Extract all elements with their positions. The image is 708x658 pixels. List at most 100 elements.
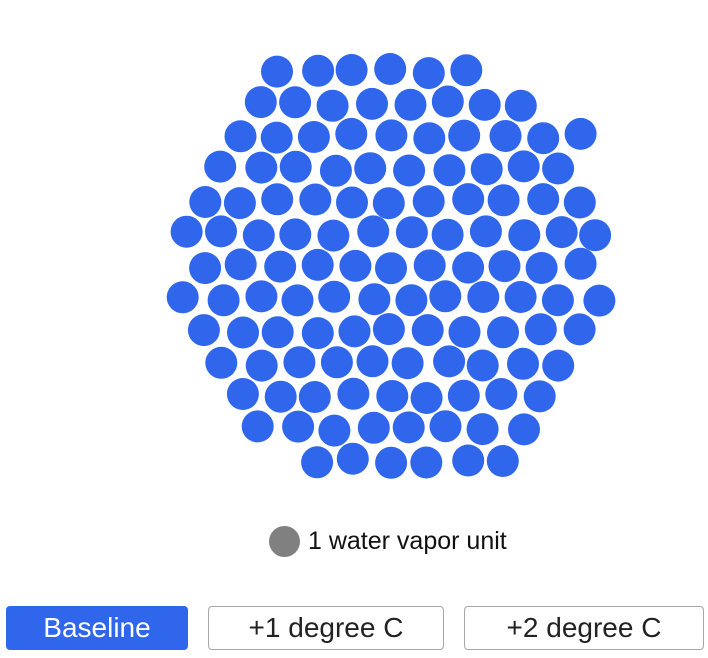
water-vapor-dot xyxy=(224,120,257,153)
water-vapor-dot xyxy=(317,219,350,252)
water-vapor-dot xyxy=(545,216,578,249)
water-vapor-dot xyxy=(264,250,297,283)
water-vapor-dot xyxy=(527,122,560,155)
water-vapor-dot xyxy=(241,410,274,443)
water-vapor-dot xyxy=(579,219,612,252)
water-vapor-dot xyxy=(485,378,518,410)
water-vapor-dot xyxy=(527,183,560,216)
water-vapor-dot xyxy=(412,185,445,218)
water-vapor-dot xyxy=(227,316,259,349)
water-vapor-dot xyxy=(297,121,330,153)
water-vapor-dot xyxy=(375,446,408,479)
water-vapor-dot xyxy=(583,284,616,317)
water-vapor-dot xyxy=(302,54,335,87)
water-vapor-dot xyxy=(395,284,428,317)
water-vapor-dot xyxy=(166,281,199,314)
water-vapor-dot xyxy=(466,413,499,446)
water-vapor-dot xyxy=(279,218,312,251)
water-vapor-dot xyxy=(452,251,485,284)
water-vapor-dot xyxy=(335,117,368,150)
water-vapor-dot xyxy=(245,151,278,184)
water-vapor-dot xyxy=(410,382,443,414)
water-vapor-dot xyxy=(301,317,334,350)
water-vapor-dot xyxy=(448,119,481,152)
water-vapor-dot xyxy=(261,55,293,88)
water-vapor-dot xyxy=(524,313,557,346)
water-vapor-dot xyxy=(504,89,537,122)
water-vapor-dot xyxy=(279,86,312,119)
water-vapor-dot xyxy=(337,377,370,410)
water-vapor-dot xyxy=(395,216,428,249)
water-vapor-dot xyxy=(279,150,312,183)
water-vapor-dot xyxy=(487,184,520,217)
water-vapor-dot xyxy=(261,316,294,349)
water-vapor-dot xyxy=(375,119,408,152)
water-vapor-dot xyxy=(542,152,575,185)
water-vapor-dot xyxy=(489,120,522,152)
water-vapor-dot xyxy=(335,54,368,86)
water-vapor-dot xyxy=(392,411,425,444)
water-vapor-dot xyxy=(372,313,405,346)
water-vapor-dot xyxy=(336,186,368,219)
water-vapor-dot xyxy=(374,53,407,85)
scenario-button-plus-2-degree[interactable]: +2 degree C xyxy=(464,606,704,650)
water-vapor-dot xyxy=(523,380,556,413)
water-vapor-dot xyxy=(564,247,597,280)
water-vapor-dot xyxy=(316,89,349,122)
water-vapor-dot xyxy=(488,250,521,283)
water-vapor-dot xyxy=(226,378,259,410)
water-vapor-dot xyxy=(339,249,372,282)
water-vapor-dot xyxy=(447,379,480,412)
water-vapor-dot xyxy=(507,347,539,380)
water-vapor-dot xyxy=(413,249,446,282)
water-vapor-dot xyxy=(563,186,596,219)
water-vapor-dot xyxy=(433,345,466,378)
water-vapor-dot xyxy=(469,215,502,248)
water-vapor-dot xyxy=(205,215,237,248)
water-vapor-dot xyxy=(224,248,257,281)
water-vapor-dot xyxy=(207,284,240,317)
water-vapor-dot xyxy=(541,284,574,317)
water-vapor-dot xyxy=(356,345,389,378)
water-vapor-dot xyxy=(282,410,315,443)
legend-label: 1 water vapor unit xyxy=(308,527,507,555)
water-vapor-dot xyxy=(189,252,222,285)
water-vapor-dot xyxy=(244,86,277,119)
water-vapor-dot xyxy=(410,446,443,479)
water-vapor-dot xyxy=(223,187,256,220)
water-vapor-dot xyxy=(187,314,220,347)
legend-dot-icon xyxy=(269,525,300,557)
water-vapor-dot xyxy=(204,150,237,183)
water-vapor-dot xyxy=(283,346,316,379)
water-vapor-dot xyxy=(504,281,537,313)
water-vapor-dot xyxy=(299,183,332,216)
water-vapor-dot xyxy=(508,413,540,446)
scenario-button-plus-1-degree[interactable]: +1 degree C xyxy=(208,606,444,650)
water-vapor-dot xyxy=(564,117,597,150)
water-vapor-dot xyxy=(356,87,388,120)
water-vapor-dot xyxy=(338,315,371,348)
water-vapor-dot xyxy=(376,380,409,412)
water-vapor-dot xyxy=(450,54,483,87)
water-vapor-dot xyxy=(431,218,464,251)
water-vapor-dot xyxy=(318,280,351,313)
water-vapor-dot xyxy=(429,410,462,443)
water-vapor-dot xyxy=(429,280,462,313)
water-vapor-cluster xyxy=(166,53,616,479)
water-vapor-dot xyxy=(433,154,466,187)
water-vapor-dot xyxy=(448,316,481,348)
water-vapor-dot xyxy=(393,154,426,187)
water-vapor-dot xyxy=(245,349,278,382)
water-vapor-dot xyxy=(452,183,485,216)
water-vapor-dot xyxy=(264,380,297,413)
water-vapor-dot xyxy=(563,313,596,346)
water-vapor-dot xyxy=(261,183,294,216)
water-vapor-dot xyxy=(260,121,293,154)
scenario-button-baseline[interactable]: Baseline xyxy=(6,606,188,650)
water-vapor-dot xyxy=(413,122,446,155)
water-vapor-dot xyxy=(487,316,519,349)
water-vapor-dot xyxy=(452,444,485,477)
water-vapor-dot xyxy=(470,153,503,186)
water-vapor-dot xyxy=(357,411,390,444)
water-vapor-dot xyxy=(205,346,238,379)
